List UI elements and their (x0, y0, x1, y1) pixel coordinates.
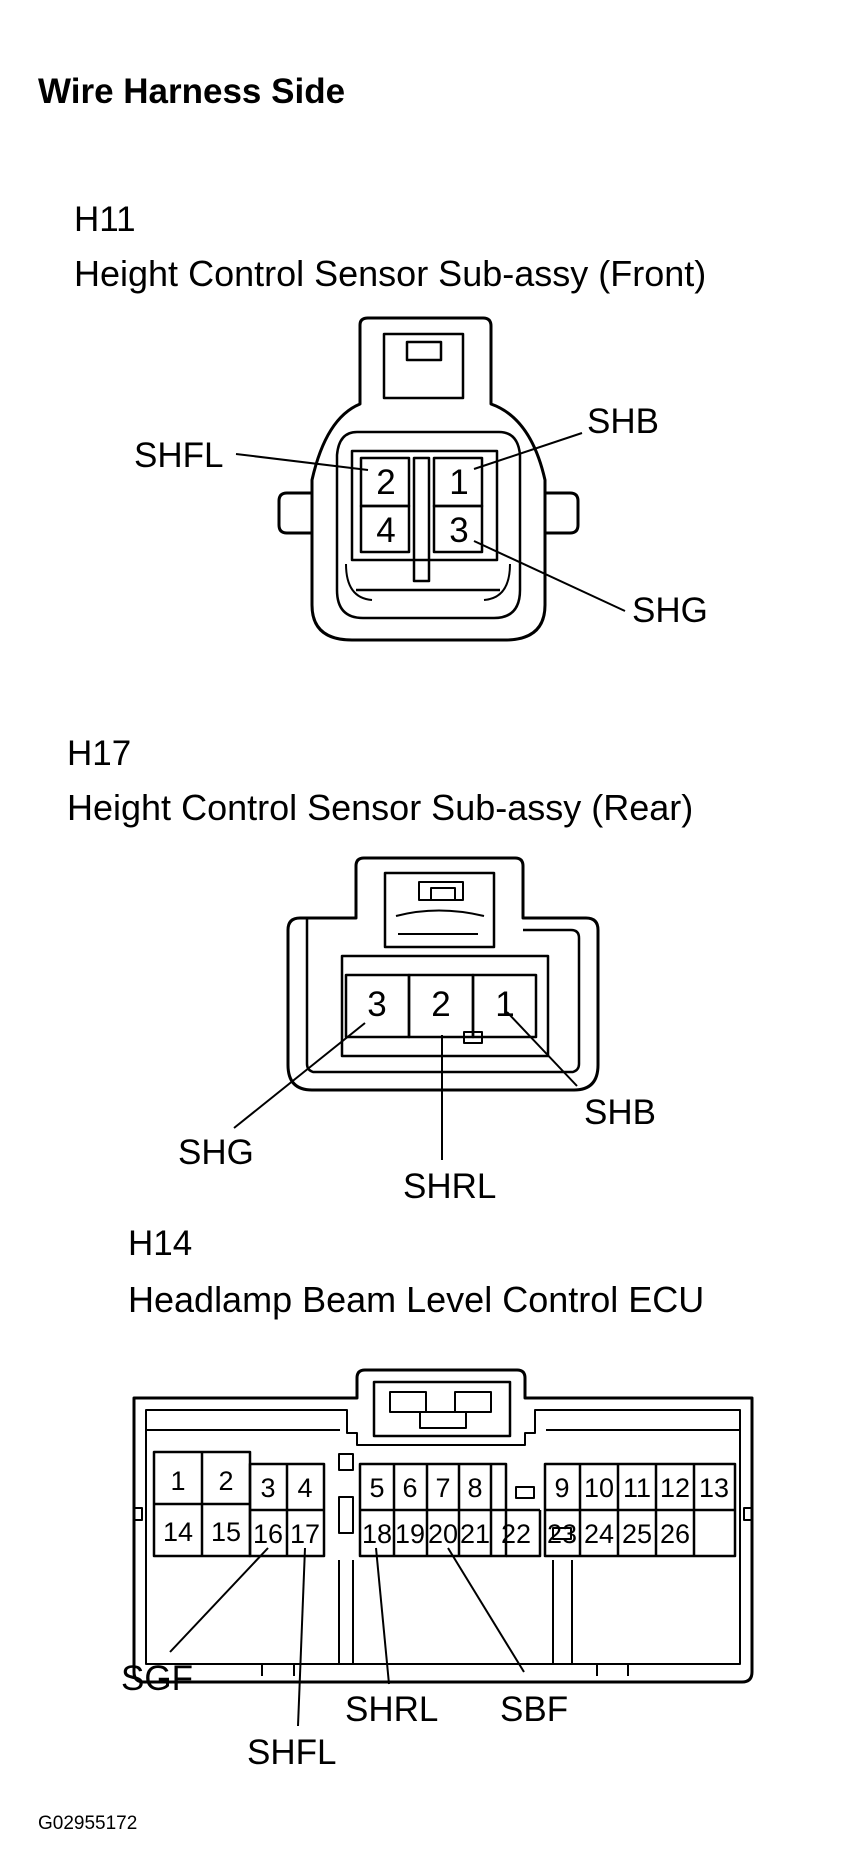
h17-leader-shb (506, 1011, 578, 1087)
h17-pin-cavities (344, 973, 538, 1039)
h11-cavity-3 (432, 504, 484, 554)
h14-connector-code: H14 (128, 1224, 193, 1263)
h14-pin-13: 13 (699, 1473, 729, 1503)
h14-pin-22: 22 (501, 1519, 531, 1549)
h14-signal-sgf: SGF (121, 1659, 193, 1698)
h11-connector-diagram (235, 316, 626, 642)
h11-pin-2: 2 (376, 463, 395, 502)
h11-signal-labels: SHFL SHB SHG (134, 402, 708, 630)
h14-pin-7: 7 (435, 1473, 450, 1503)
h11-connector-housing (277, 316, 580, 642)
h14-pin-24: 24 (584, 1519, 614, 1549)
h11-connector-code: H11 (74, 200, 136, 239)
h14-pin-cavities (152, 1450, 737, 1558)
h14-pin-2: 2 (218, 1466, 233, 1496)
h14-pin-25: 25 (622, 1519, 652, 1549)
h17-leader-shg (233, 1022, 366, 1129)
h11-pin-cavities (359, 456, 484, 583)
h14-pin-numbers: 1 2 3 4 5 6 7 8 9 10 11 12 13 14 15 16 1… (163, 1466, 729, 1549)
h17-pin-3: 3 (367, 985, 386, 1024)
h11-connector-name: Height Control Sensor Sub-assy (Front) (74, 253, 707, 294)
h14-connector-name: Headlamp Beam Level Control ECU (128, 1279, 705, 1320)
h14-leader-sbf (447, 1547, 525, 1673)
h14-pin-8: 8 (467, 1473, 482, 1503)
h11-center-rib (412, 456, 431, 583)
h14-pin-26: 26 (660, 1519, 690, 1549)
h14-signal-shfl: SHFL (247, 1733, 336, 1772)
h11-pin-numbers: 2 1 4 3 (376, 463, 468, 550)
h17-leader-lines (233, 1011, 578, 1160)
h14-pin-21: 21 (460, 1519, 490, 1549)
h14-signal-sbf: SBF (500, 1690, 568, 1729)
h14-pin-19: 19 (395, 1519, 425, 1549)
h17-signal-shg: SHG (178, 1133, 254, 1172)
h14-leader-sgf (169, 1547, 269, 1653)
h14-pin-14: 14 (163, 1517, 193, 1547)
figure-id: G02955172 (38, 1813, 138, 1834)
page-title: Wire Harness Side (38, 72, 346, 111)
h14-pin-9: 9 (554, 1473, 569, 1503)
h11-cavity-4 (359, 504, 411, 554)
h11-signal-shb: SHB (587, 402, 659, 441)
h11-leader-shfl (235, 453, 369, 471)
h17-cavity-1 (471, 973, 538, 1039)
h14-leader-lines (169, 1547, 525, 1727)
h14-leader-shrl (375, 1547, 390, 1685)
h14-pin-20: 20 (428, 1519, 458, 1549)
h11-leader-shb (473, 432, 583, 470)
h14-pin-6: 6 (402, 1473, 417, 1503)
h14-pin-11: 11 (623, 1473, 651, 1503)
h14-pin-1: 1 (170, 1466, 185, 1496)
h11-signal-shg: SHG (632, 591, 708, 630)
h14-pin-12: 12 (660, 1473, 690, 1503)
h17-signal-shb: SHB (584, 1093, 656, 1132)
h17-connector-name: Height Control Sensor Sub-assy (Rear) (67, 787, 694, 828)
h14-pin-23: 23 (547, 1519, 577, 1549)
h17-pin-2: 2 (431, 985, 450, 1024)
h11-pin-1: 1 (449, 463, 468, 502)
h11-leader-shg (473, 540, 626, 612)
h17-signal-shrl: SHRL (403, 1167, 496, 1206)
h14-pin-18: 18 (362, 1519, 392, 1549)
h14-pin-10: 10 (584, 1473, 614, 1503)
h17-signal-labels: SHB SHG SHRL (178, 1093, 656, 1206)
h11-leader-lines (235, 432, 626, 612)
h14-pin-16: 16 (253, 1519, 283, 1549)
h14-pin-4: 4 (297, 1473, 312, 1503)
h11-pin-4: 4 (376, 511, 395, 550)
h11-signal-shfl: SHFL (134, 436, 223, 475)
h14-pin-3: 3 (260, 1473, 275, 1503)
h14-signal-shrl: SHRL (345, 1690, 438, 1729)
h14-pin-17: 17 (290, 1519, 320, 1549)
h14-leader-shfl (297, 1547, 306, 1727)
h14-connector-diagram (132, 1368, 754, 1727)
h14-connector-housing (132, 1368, 754, 1684)
h14-signal-labels: SGF SHRL SBF SHFL (121, 1659, 568, 1772)
h17-connector-diagram (233, 856, 600, 1160)
h17-pin-1: 1 (495, 985, 514, 1024)
h14-pin-15: 15 (211, 1517, 241, 1547)
h17-connector-code: H17 (67, 734, 132, 773)
h17-pin-numbers: 3 2 1 (367, 985, 514, 1024)
h14-pin-5: 5 (369, 1473, 384, 1503)
h11-pin-3: 3 (449, 511, 468, 550)
